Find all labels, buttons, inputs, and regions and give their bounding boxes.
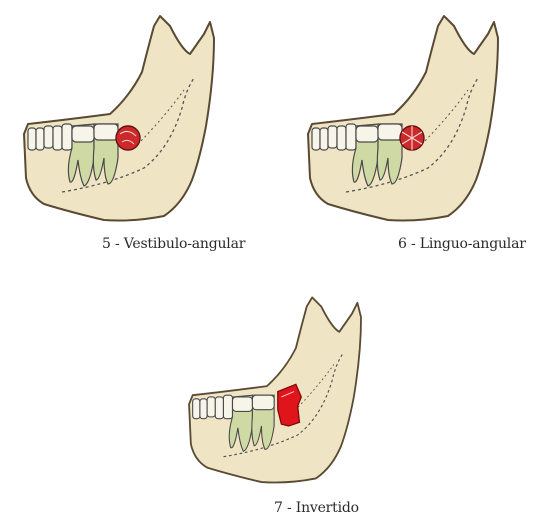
caption: 7 - Invertido bbox=[274, 500, 359, 516]
impacted-tooth-inverted bbox=[278, 384, 302, 426]
mandible-bone bbox=[189, 297, 361, 482]
mandible-bone bbox=[24, 16, 214, 221]
front-teeth bbox=[193, 395, 233, 419]
mandible-illustration bbox=[14, 8, 246, 233]
diagram-invertido: 7 - Invertido bbox=[180, 286, 390, 524]
diagram-linguo-angular: 6 - Linguo-angular bbox=[298, 8, 538, 270]
impacted-tooth-round-crossed bbox=[400, 126, 424, 150]
mandible-illustration bbox=[180, 286, 390, 498]
caption: 6 - Linguo-angular bbox=[398, 236, 526, 252]
mandible-bone bbox=[308, 16, 498, 221]
mandible-illustration bbox=[298, 8, 538, 233]
diagram-vestibulo-angular: 5 - Vestibulo-angular bbox=[14, 8, 246, 270]
front-teeth bbox=[312, 124, 356, 150]
front-teeth bbox=[28, 124, 72, 150]
caption: 5 - Vestibulo-angular bbox=[102, 236, 245, 252]
impacted-tooth-round bbox=[116, 126, 140, 150]
